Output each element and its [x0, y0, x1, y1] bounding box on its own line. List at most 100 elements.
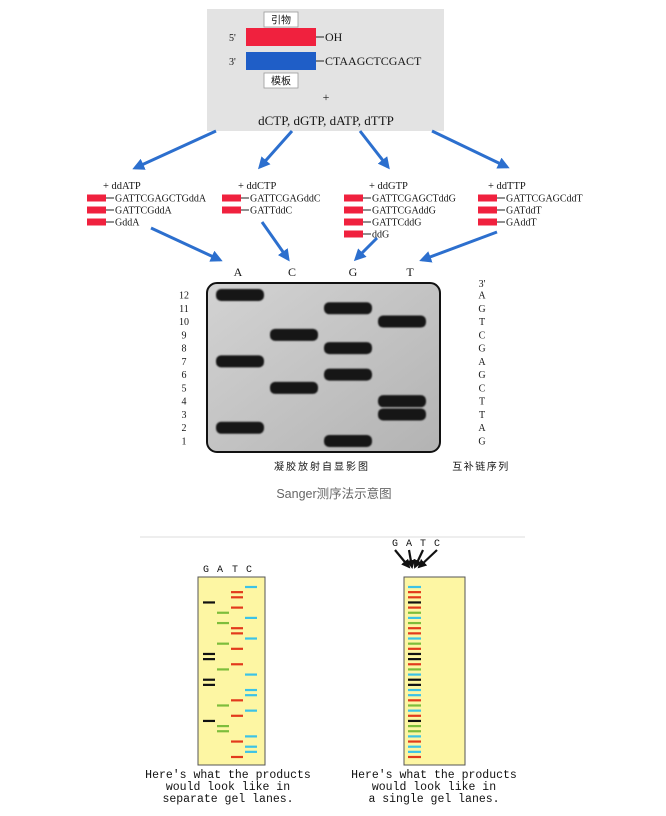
merge-arrow: [394, 549, 411, 569]
separate-caption-line: separate gel lanes.: [162, 793, 293, 806]
complement-3prime-label: 3': [479, 279, 486, 290]
single-gel-band: [408, 699, 421, 702]
primer-block: [87, 218, 106, 226]
complement-base: T: [479, 410, 485, 421]
single-gel-band: [408, 652, 421, 656]
product-sequence: GATTCGAGddC: [250, 194, 321, 205]
primer-block: [344, 218, 363, 226]
single-gel-band: [408, 688, 421, 692]
separate-gel-band: [231, 663, 243, 666]
single-caption-line: would look like in: [372, 781, 496, 794]
single-caption-line: a single gel lanes.: [368, 793, 499, 806]
reaction-group: + ddGTPGATTCGAGCTddGGATTCGAddGGATTCddGdd…: [344, 181, 456, 241]
single-gel-band: [408, 755, 421, 759]
primer-block: [478, 218, 497, 226]
separate-gel-band: [231, 632, 243, 635]
product-sequence: GATTCGddA: [115, 206, 172, 217]
reaction-label: + ddGTP: [369, 181, 408, 192]
fragment-position: 10: [179, 317, 189, 328]
separate-gel-band: [231, 740, 243, 743]
single-gel-band: [408, 668, 421, 671]
single-gel-band: [408, 714, 421, 717]
load-arrows: [150, 221, 498, 263]
separate-gel-band: [217, 724, 229, 728]
product-sequence: GddA: [115, 218, 140, 229]
single-gel-band: [408, 596, 421, 599]
separate-gel-band: [245, 616, 257, 620]
complement-base: T: [479, 397, 485, 408]
complement-base: T: [479, 317, 485, 328]
separate-gel-band: [231, 627, 243, 630]
single-gel-band: [408, 678, 421, 681]
primer-block: [87, 194, 106, 202]
separate-gel-band: [217, 704, 229, 707]
primer-block: [344, 194, 363, 202]
fragment-position: 12: [179, 291, 189, 302]
arrow-to-ddatp-reaction: [132, 129, 217, 170]
primer-label: 引物: [271, 14, 291, 27]
single-gel-band: [408, 606, 421, 609]
gel-band: [270, 328, 318, 341]
arrow-to-lane-g: [353, 236, 379, 262]
product-sequence: GATTCGAGCTddG: [372, 194, 456, 205]
separate-gel-band: [231, 606, 243, 609]
single-gel-band: [408, 627, 421, 630]
gel-band: [324, 368, 372, 381]
gel-band: [270, 381, 318, 394]
single-gel-band: [408, 632, 421, 635]
separate-gel-band: [203, 719, 215, 723]
separate-gel-band: [217, 642, 229, 645]
primer-label-box: [263, 11, 299, 28]
gel-band: [378, 408, 426, 421]
single-gel-band: [408, 637, 421, 640]
fragment-position: 9: [182, 330, 187, 341]
single-caption: Here's what the products would look like…: [351, 769, 517, 806]
separate-lane-label: T: [232, 565, 238, 576]
complement-caption: 互补链序列: [452, 460, 510, 473]
reaction-setup: 引物 5' OH 3' CTAAGCTCGACT 模板 + dCTP, dGTP…: [207, 9, 444, 131]
single-gel-band: [408, 709, 421, 712]
single-gel-band: [408, 616, 421, 620]
figure-caption: Sanger测序法示意图: [276, 486, 391, 501]
primer-block: [344, 230, 363, 238]
complement-base: G: [478, 304, 485, 315]
separate-gel-band: [245, 688, 257, 692]
merge-arrows: [394, 549, 438, 569]
gel-bands: [216, 289, 426, 447]
gel-lane-label: T: [406, 265, 414, 279]
gel-lane-label: C: [288, 265, 296, 279]
fragment-position: 5: [182, 383, 187, 394]
fragment-position: 1: [182, 437, 187, 448]
single-gel-band: [408, 694, 421, 697]
separate-gel-band: [217, 621, 229, 625]
single-gel-band: [408, 658, 421, 661]
single-gel-band: [408, 647, 421, 650]
single-gel-band: [408, 642, 421, 645]
complement-base: A: [478, 357, 486, 368]
complement-base: C: [479, 383, 486, 394]
fragment-position: 2: [182, 423, 187, 434]
single-gel-band: [408, 750, 421, 753]
fragment-position: 7: [182, 357, 187, 368]
separate-gel-band: [245, 694, 257, 697]
arrow-to-ddttp-reaction: [431, 129, 510, 169]
reaction-label: + ddCTP: [238, 181, 276, 192]
separate-gel-band: [217, 730, 229, 733]
gel-caption: 凝胶放射自显影图: [274, 460, 370, 473]
separate-gel-band: [245, 709, 257, 712]
single-gel-band: [408, 683, 421, 686]
separate-gel-band: [245, 750, 257, 753]
separate-gel-band: [203, 658, 215, 661]
product-sequence: GATddT: [506, 206, 542, 217]
single-lane-label: C: [434, 539, 440, 550]
gel-band: [324, 342, 372, 355]
gel-band: [378, 395, 426, 408]
primer-5prime-label: 5': [229, 33, 236, 44]
single-gel-band: [408, 591, 421, 594]
